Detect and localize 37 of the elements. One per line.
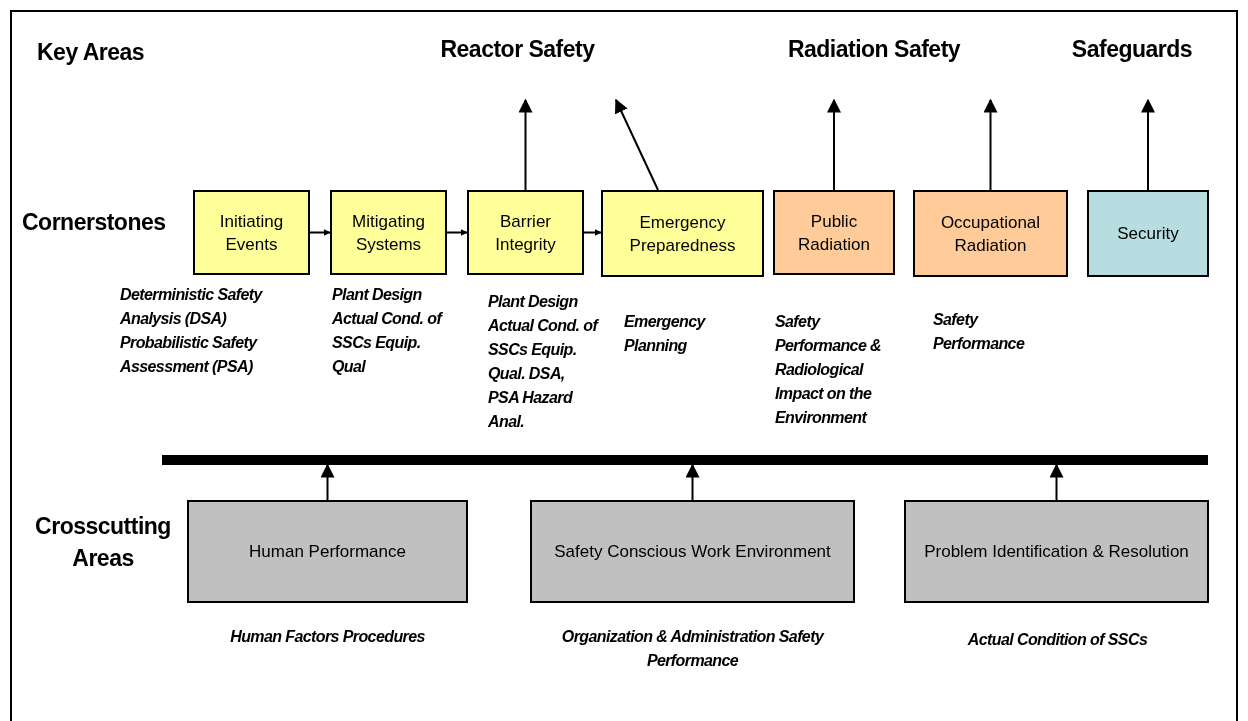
- crosscutting-box: Safety Conscious Work Environment: [530, 500, 855, 603]
- cornerstone-box: Emergency Preparedness: [601, 190, 764, 277]
- arrow: [320, 463, 335, 501]
- note-text: Plant Design Actual Cond. of SSCs Equip. Qual: [332, 285, 442, 377]
- note-text: Emergency Planning: [624, 312, 707, 356]
- row-heading: Crosscutting Areas: [34, 512, 172, 573]
- cornerstone-box: Public Radiation: [773, 190, 895, 275]
- key-area-heading: Safeguards: [1052, 32, 1212, 100]
- thick-bar: [162, 455, 1208, 465]
- arrow: [615, 98, 659, 191]
- arrow: [1141, 98, 1155, 191]
- note-text: Actual Condition of SSCs: [966, 630, 1149, 650]
- key-area-heading: Radiation Safety: [748, 32, 1000, 100]
- arrow: [827, 98, 841, 191]
- arrow: [685, 463, 700, 501]
- crosscutting-box: Problem Identification & Resolution: [904, 500, 1209, 603]
- note-text: Human Factors Procedures: [229, 627, 426, 647]
- note-text: Deterministic Safety Analysis (DSA) Probabilistic Safety Assessment (PSA): [120, 285, 264, 377]
- note-text: Safety Performance & Radiological Impact on the Environment: [775, 312, 883, 428]
- cornerstone-box: Occupational Radiation: [913, 190, 1068, 277]
- key-area-heading: Reactor Safety: [410, 32, 625, 100]
- row-heading: Cornerstones: [22, 208, 167, 237]
- cornerstone-box: Mitigating Systems: [330, 190, 447, 275]
- arrow: [583, 229, 602, 236]
- arrow: [983, 98, 998, 191]
- crosscutting-box: Human Performance: [187, 500, 468, 603]
- arrow: [518, 98, 533, 191]
- arrow: [446, 229, 468, 236]
- row-heading: Key Areas: [37, 38, 146, 67]
- note-text: Safety Performance: [933, 310, 1026, 354]
- arrow: [1049, 463, 1064, 501]
- cornerstone-box: Security: [1087, 190, 1209, 277]
- note-text: Organization & Administration Safety Performance: [560, 627, 825, 671]
- cornerstone-box: Initiating Events: [193, 190, 310, 275]
- note-text: Plant Design Actual Cond. of SSCs Equip. Qual. DSA, PSA Hazard Anal.: [488, 292, 598, 432]
- arrow: [309, 229, 331, 236]
- cornerstone-box: Barrier Integrity: [467, 190, 584, 275]
